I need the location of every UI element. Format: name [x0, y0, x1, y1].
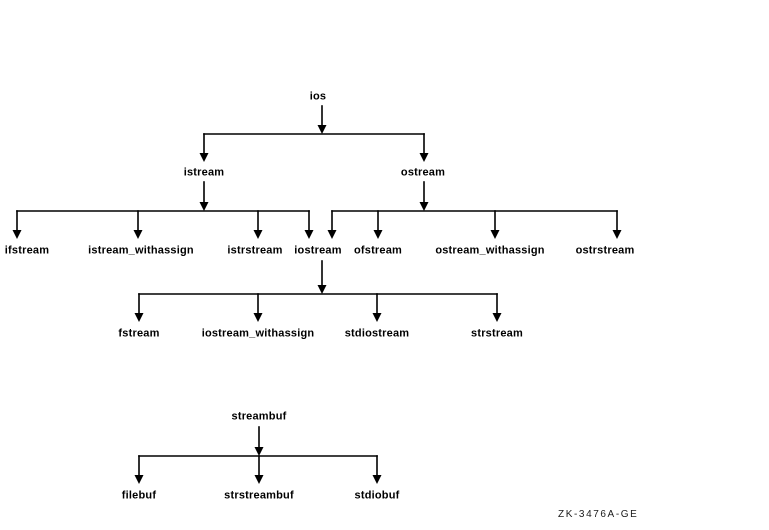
class-node-ostrstream: ostrstream — [575, 244, 635, 257]
figure-code-label: ZK-3476A-GE — [558, 509, 639, 520]
class-node-strstreambuf: strstreambuf — [224, 489, 294, 502]
class-node-stdiobuf: stdiobuf — [354, 489, 400, 502]
class-node-istream: istream — [183, 166, 225, 179]
class-node-strstream: strstream — [471, 327, 523, 340]
class-node-istream-withassign: istream_withassign — [88, 244, 194, 257]
class-node-ofstream: ofstream — [353, 244, 403, 257]
class-node-iostream: iostream — [294, 244, 342, 257]
class-node-ostream-withassign: ostream_withassign — [435, 244, 545, 257]
class-node-streambuf: streambuf — [231, 410, 287, 423]
class-node-iostream-withassign: iostream_withassign — [201, 327, 315, 340]
class-node-istrstream: istrstream — [227, 244, 283, 257]
class-node-ostream: ostream — [400, 166, 446, 179]
class-node-filebuf: filebuf — [121, 489, 157, 502]
class-node-ifstream: ifstream — [4, 244, 50, 257]
class-node-ios: ios — [309, 90, 327, 103]
class-node-fstream: fstream — [118, 327, 160, 340]
class-node-stdiostream: stdiostream — [344, 327, 410, 340]
